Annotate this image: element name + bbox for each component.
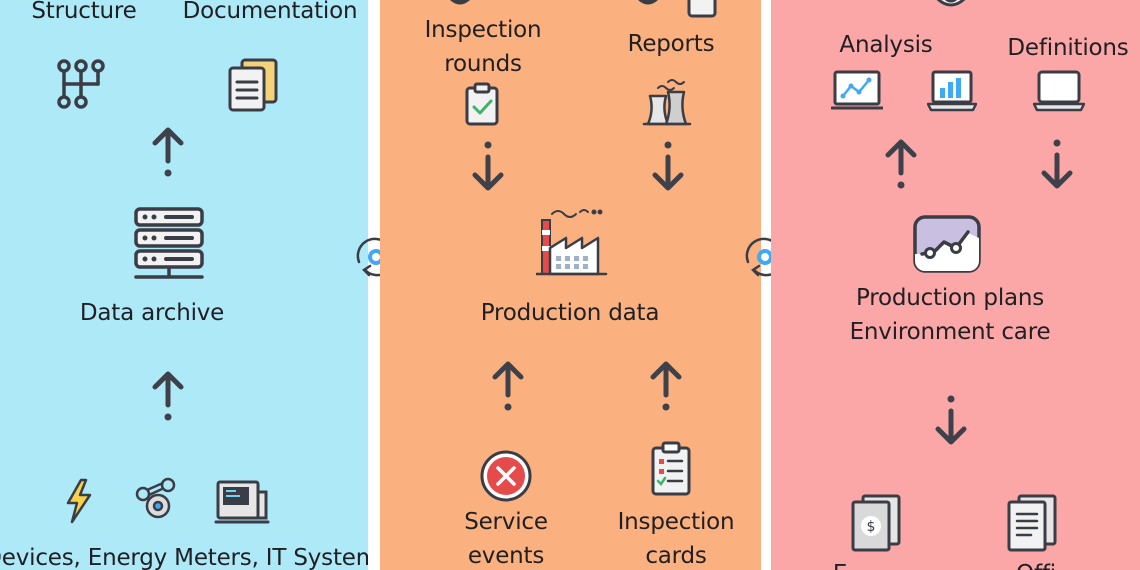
inspection-cards-label-line1: Inspection bbox=[617, 509, 735, 535]
invoice-money-icon: $ bbox=[851, 494, 901, 552]
production-data-label: Production data bbox=[480, 300, 660, 326]
inspector-person-icon bbox=[450, 0, 470, 5]
svg-text:$: $ bbox=[867, 519, 876, 535]
service-events-label-line1: Service bbox=[464, 509, 548, 535]
team-people-icon bbox=[936, 0, 966, 7]
plans-label-line2: Environment care bbox=[849, 319, 1051, 345]
arrow-down-icon bbox=[1041, 139, 1073, 189]
bottom-left-partial-label: E bbox=[833, 557, 848, 570]
panel-data-sources: Structure Documentation bbox=[0, 0, 368, 570]
office-document-icon bbox=[1007, 494, 1057, 552]
bottom-right-partial-label: Offi bbox=[1016, 557, 1056, 570]
panel-production: Inspection rounds Reports bbox=[380, 0, 761, 570]
sources-label: Devices, Energy Meters, IT Systems bbox=[0, 545, 368, 570]
plans-label-line1: Production plans bbox=[855, 285, 1045, 311]
arrow-up-icon bbox=[492, 361, 524, 411]
inspection-rounds-label-line1: Inspection bbox=[424, 17, 542, 43]
arrow-up-icon bbox=[885, 139, 917, 189]
arrow-up-icon bbox=[152, 127, 184, 177]
hierarchy-structure-icon bbox=[57, 59, 105, 109]
meter-gears-icon bbox=[135, 477, 176, 519]
laptop-bar-chart-icon bbox=[927, 70, 977, 112]
factory-icon bbox=[536, 209, 608, 276]
arrow-down-icon bbox=[472, 141, 504, 191]
data-archive-label: Data archive bbox=[79, 300, 225, 326]
service-events-label-line2: events bbox=[467, 543, 545, 569]
reports-label: Reports bbox=[627, 31, 715, 57]
inspection-rounds-label-line2: rounds bbox=[444, 51, 522, 77]
structure-label: Structure bbox=[31, 0, 137, 24]
reporter-person-icon bbox=[638, 0, 658, 5]
arrow-down-icon bbox=[652, 141, 684, 191]
computer-it-system-icon bbox=[214, 480, 270, 524]
monitor-line-chart-icon bbox=[831, 70, 883, 110]
tablet-icon bbox=[687, 0, 717, 18]
server-archive-icon bbox=[134, 207, 204, 279]
panel-planning: Analysis Definitions Productio bbox=[771, 0, 1140, 570]
error-x-circle-icon bbox=[480, 450, 532, 502]
checklist-card-icon bbox=[651, 441, 691, 496]
clipboard-check-icon bbox=[465, 82, 499, 126]
arrow-up-icon bbox=[152, 371, 184, 421]
inspection-cards-label-line2: cards bbox=[645, 543, 707, 569]
laptop-icon bbox=[1033, 70, 1085, 112]
analysis-label: Analysis bbox=[839, 32, 933, 58]
documents-icon bbox=[228, 58, 278, 112]
lightning-energy-icon bbox=[66, 478, 92, 524]
chart-card-icon bbox=[913, 215, 981, 273]
documentation-label: Documentation bbox=[182, 0, 358, 24]
arrow-up-icon bbox=[650, 361, 682, 411]
cooling-towers-icon bbox=[642, 79, 692, 126]
arrow-down-icon bbox=[935, 395, 967, 445]
definitions-label: Definitions bbox=[1007, 35, 1129, 61]
